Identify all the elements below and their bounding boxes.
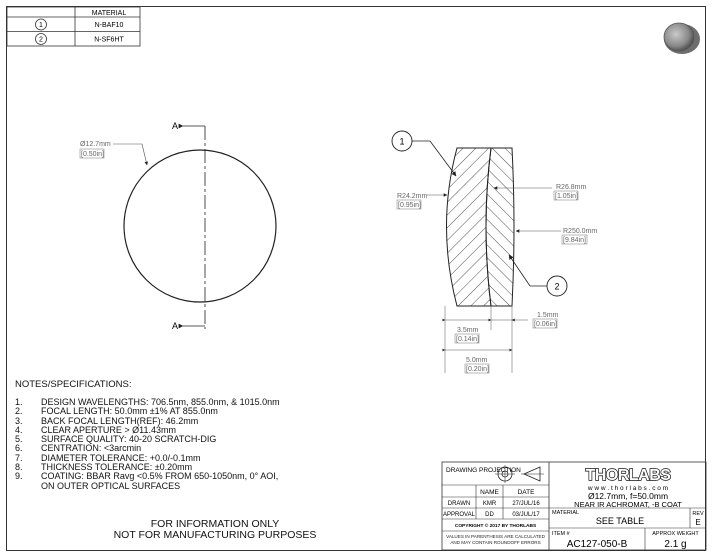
note-number: 6. (15, 443, 23, 454)
note-text: THICKNESS TOLERANCE: ±0.20mm (41, 462, 193, 473)
r1-in-label: [0.95in] (398, 202, 421, 209)
rev-label: REV (692, 511, 704, 517)
description-line-1: Ø12.7mm, f=50.0mm (588, 491, 668, 501)
drawn-name: KMR (483, 501, 497, 507)
diameter-in-label: [0.50in] (81, 151, 104, 158)
note-number (15, 482, 41, 491)
section-view: 1 2 R24.2mm [0.95in] R26.8mm [1.05in] R2… (391, 130, 597, 374)
note-number: 1. (15, 397, 23, 407)
material-row-2-material: N-SF6HT (94, 37, 124, 44)
note-text: SURFACE QUALITY: 40-20 SCRATCH-DIG (41, 434, 217, 445)
note-item: 1. DESIGN WAVELENGTHS: 706.5nm, 855.0nm, … (15, 397, 280, 407)
note-item: 2. FOCAL LENGTH: 50.0mm ±1% AT 855.0nm (15, 406, 280, 417)
note-item: 5. SURFACE QUALITY: 40-20 SCRATCH-DIG (15, 434, 280, 445)
lens-outline-circle (123, 149, 277, 303)
note-text: DESIGN WAVELENGTHS: 706.5nm, 855.0nm, & … (41, 397, 280, 407)
note-item: 9. COATING: BBAR Ravg <0.5% FROM 650-1050… (15, 471, 280, 482)
section-label-bottom: A (172, 321, 178, 331)
t2-mm-label: 1.5mm (537, 312, 559, 319)
note-item: ON OUTER OPTICAL SURFACES (15, 480, 280, 491)
t-total-mm-label: 5.0mm (466, 357, 488, 364)
drawn-date: 27/JUL/16 (512, 501, 540, 507)
disclaimer: FOR INFORMATION ONLY NOT FOR MANUFACTURI… (110, 519, 320, 541)
approval-label: APPROVAL (443, 512, 476, 518)
sheet-border (6, 6, 706, 551)
r1-mm-label: R24.2mm (397, 193, 428, 200)
note-number: 8. (15, 462, 23, 473)
material-value: SEE TABLE (596, 516, 644, 526)
note-number: 3. (15, 415, 23, 426)
note-item: 7. DIAMETER TOLERANCE: +0.0/-0.1mm (15, 452, 280, 463)
t-total-in-label: [0.20in] (466, 366, 489, 373)
r2-mm-label: R26.8mm (556, 184, 587, 191)
approval-date: 03/JUL/17 (512, 512, 540, 518)
note-item: 6. CENTRATION: <3arcmin (15, 443, 280, 454)
r3-in-label: [9.84in] (563, 237, 586, 244)
description-line-2: NEAR IR ACHROMAT, -B COAT (574, 500, 682, 509)
item-label: ITEM # (552, 531, 571, 537)
callout-1-label: 1 (399, 137, 404, 147)
notes-title: NOTES/SPECIFICATIONS: (15, 379, 132, 390)
note-item: 3. BACK FOCAL LENGTH(REF): 46.2mm (15, 415, 280, 426)
date-header: DATE (518, 489, 536, 496)
material-row-1-material: N-BAF10 (95, 22, 124, 29)
material-table-header: MATERIAL (92, 10, 127, 17)
section-label-top: A (172, 121, 178, 131)
name-header: NAME (480, 489, 499, 496)
note-number: 2. (15, 406, 23, 417)
thorlabs-logo: THORLABS (586, 467, 672, 484)
third-angle-projection-icon (495, 465, 544, 483)
copyright-text: COPYRIGHT © 2017 BY THORLABS (455, 522, 537, 529)
material-row-2-index: 2 (39, 37, 43, 44)
r3-mm-label: R250.0mm (563, 228, 597, 235)
weight-label: APPROX WEIGHT (652, 531, 699, 537)
note-text: DIAMETER TOLERANCE: +0.0/-0.1mm (41, 452, 201, 463)
t1-in-label: [0.14in] (456, 336, 479, 343)
values-note: VALUES IN PARENTHESIS ARE CALCULATED AND… (446, 534, 545, 545)
drawn-label: DRAWN (448, 501, 470, 507)
note-number: 4. (15, 424, 23, 435)
note-number: 5. (15, 434, 23, 445)
note-text: ON OUTER OPTICAL SURFACES (41, 480, 181, 491)
material-row-1-index: 1 (39, 22, 43, 29)
approval-name: DD (485, 512, 494, 518)
drawing-projection-label: DRAWING PROJECTION (446, 467, 521, 474)
front-view: A A Ø12.7mm [0.50in] (79, 121, 277, 331)
note-number: 7. (15, 452, 23, 463)
material-row-2-callout (35, 33, 47, 45)
disclaimer-line-2: NOT FOR MANUFACTURING PURPOSES (113, 529, 317, 541)
note-item: 8. THICKNESS TOLERANCE: ±0.20mm (15, 462, 280, 473)
note-item: 4. CLEAR APERTURE > Ø11.43mm (15, 424, 280, 435)
callout-2-label: 2 (554, 282, 559, 292)
note-text: BACK FOCAL LENGTH(REF): 46.2mm (41, 415, 199, 426)
diameter-mm-label: Ø12.7mm (80, 141, 111, 148)
material-table: MATERIAL 1 N-BAF10 2 N-SF6HT (6, 6, 141, 47)
rev-value: E (695, 518, 700, 527)
t2-in-label: [0.06in] (534, 321, 557, 328)
weight-value: 2.1 g (664, 539, 686, 550)
note-number: 9. (15, 471, 23, 482)
note-text: FOCAL LENGTH: 50.0mm ±1% AT 855.0nm (41, 406, 218, 417)
notes-list: 1. DESIGN WAVELENGTHS: 706.5nm, 855.0nm, … (15, 397, 280, 491)
lens-element-2 (485, 147, 515, 307)
t1-mm-label: 3.5mm (457, 327, 479, 334)
note-text: COATING: BBAR Ravg <0.5% FROM 650-1050nm… (41, 471, 279, 482)
note-text: CLEAR APERTURE > Ø11.43mm (41, 424, 176, 435)
website: w w w . t h o r l a b s . c o m (587, 485, 668, 492)
disclaimer-line-1: FOR INFORMATION ONLY (150, 518, 280, 530)
r2-in-label: [1.05in] (555, 193, 578, 200)
note-text: CENTRATION: <3arcmin (41, 443, 142, 454)
material-label: MATERIAL (552, 510, 579, 516)
lens-isometric-thumbnail (663, 22, 700, 54)
title-block: DRAWING PROJECTION NAME DATE DRAWN KMR 2… (441, 461, 707, 551)
material-row-1-callout (35, 18, 47, 31)
item-value: AC127-050-B (567, 539, 628, 550)
